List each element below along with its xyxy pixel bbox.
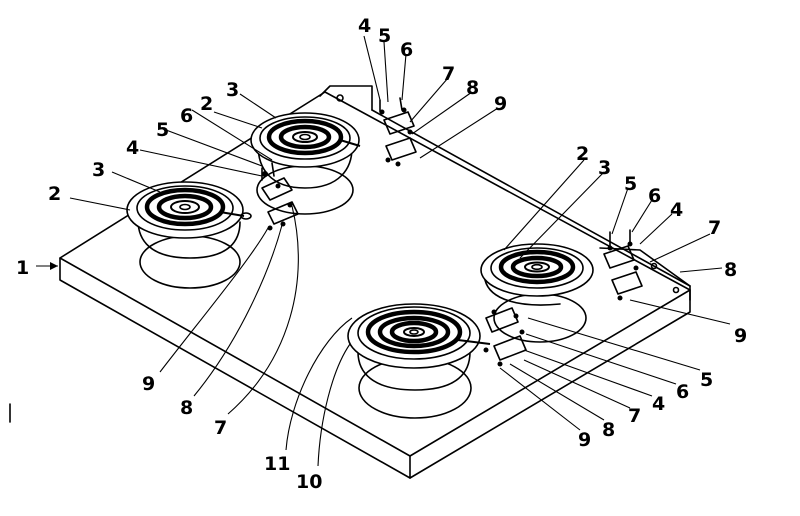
- surface-element-right: [480, 243, 594, 306]
- surface-element-front: [347, 303, 491, 369]
- callout-1: 1: [16, 257, 29, 279]
- callout-2-left: 2: [48, 183, 61, 205]
- callout-6-left: 6: [180, 105, 193, 127]
- callout-5-front: 5: [700, 369, 713, 391]
- callout-6-right: 6: [648, 185, 661, 207]
- leader-lines: [36, 35, 731, 467]
- callout-5-rear: 5: [378, 25, 391, 47]
- callout-3-left: 3: [92, 159, 105, 181]
- callout-7-right: 7: [708, 217, 721, 239]
- callout-8-rear: 8: [466, 77, 479, 99]
- callout-8-right: 8: [724, 259, 737, 281]
- callout-7-front: 7: [628, 405, 641, 427]
- receptacle-cluster-front: [483, 307, 527, 367]
- callout-7-left: 7: [214, 417, 227, 439]
- callout-5-right: 5: [624, 173, 637, 195]
- callout-9-left: 9: [142, 373, 155, 395]
- callout-8-front: 8: [602, 419, 615, 441]
- callout-7-rear: 7: [442, 63, 455, 85]
- receptacle-cluster-left: [261, 162, 299, 231]
- surface-element-rear: [250, 112, 361, 168]
- callout-5-left: 5: [156, 119, 169, 141]
- callout-2-rear: 2: [200, 93, 213, 115]
- receptacle-cluster-rear: [379, 97, 417, 167]
- callout-8-left: 8: [180, 397, 193, 419]
- callout-10: 10: [296, 471, 322, 493]
- callout-2-right: 2: [576, 143, 589, 165]
- callout-6-front: 6: [676, 381, 689, 403]
- callout-9-right: 9: [734, 325, 747, 347]
- callout-9-front: 9: [578, 429, 591, 451]
- burner-opening-rear: [256, 144, 354, 215]
- receptacle-cluster-right: [603, 229, 643, 301]
- callout-4-right: 4: [670, 199, 683, 221]
- surface-element-left: [126, 181, 252, 239]
- callout-6-rear: 6: [400, 39, 413, 61]
- callout-9-rear: 9: [494, 93, 507, 115]
- callout-4-rear: 4: [358, 15, 371, 37]
- callout-3-right: 3: [598, 157, 611, 179]
- callout-4-left: 4: [126, 137, 139, 159]
- callout-4-front: 4: [652, 393, 665, 415]
- base-plate: [59, 85, 691, 479]
- callout-3-rear: 3: [226, 79, 239, 101]
- callout-11: 11: [264, 453, 290, 475]
- callout-labels: 1 2 3 4 5 6 9 8 7 2 3 4 5 6 7 8 9 2 3 5 …: [16, 15, 747, 493]
